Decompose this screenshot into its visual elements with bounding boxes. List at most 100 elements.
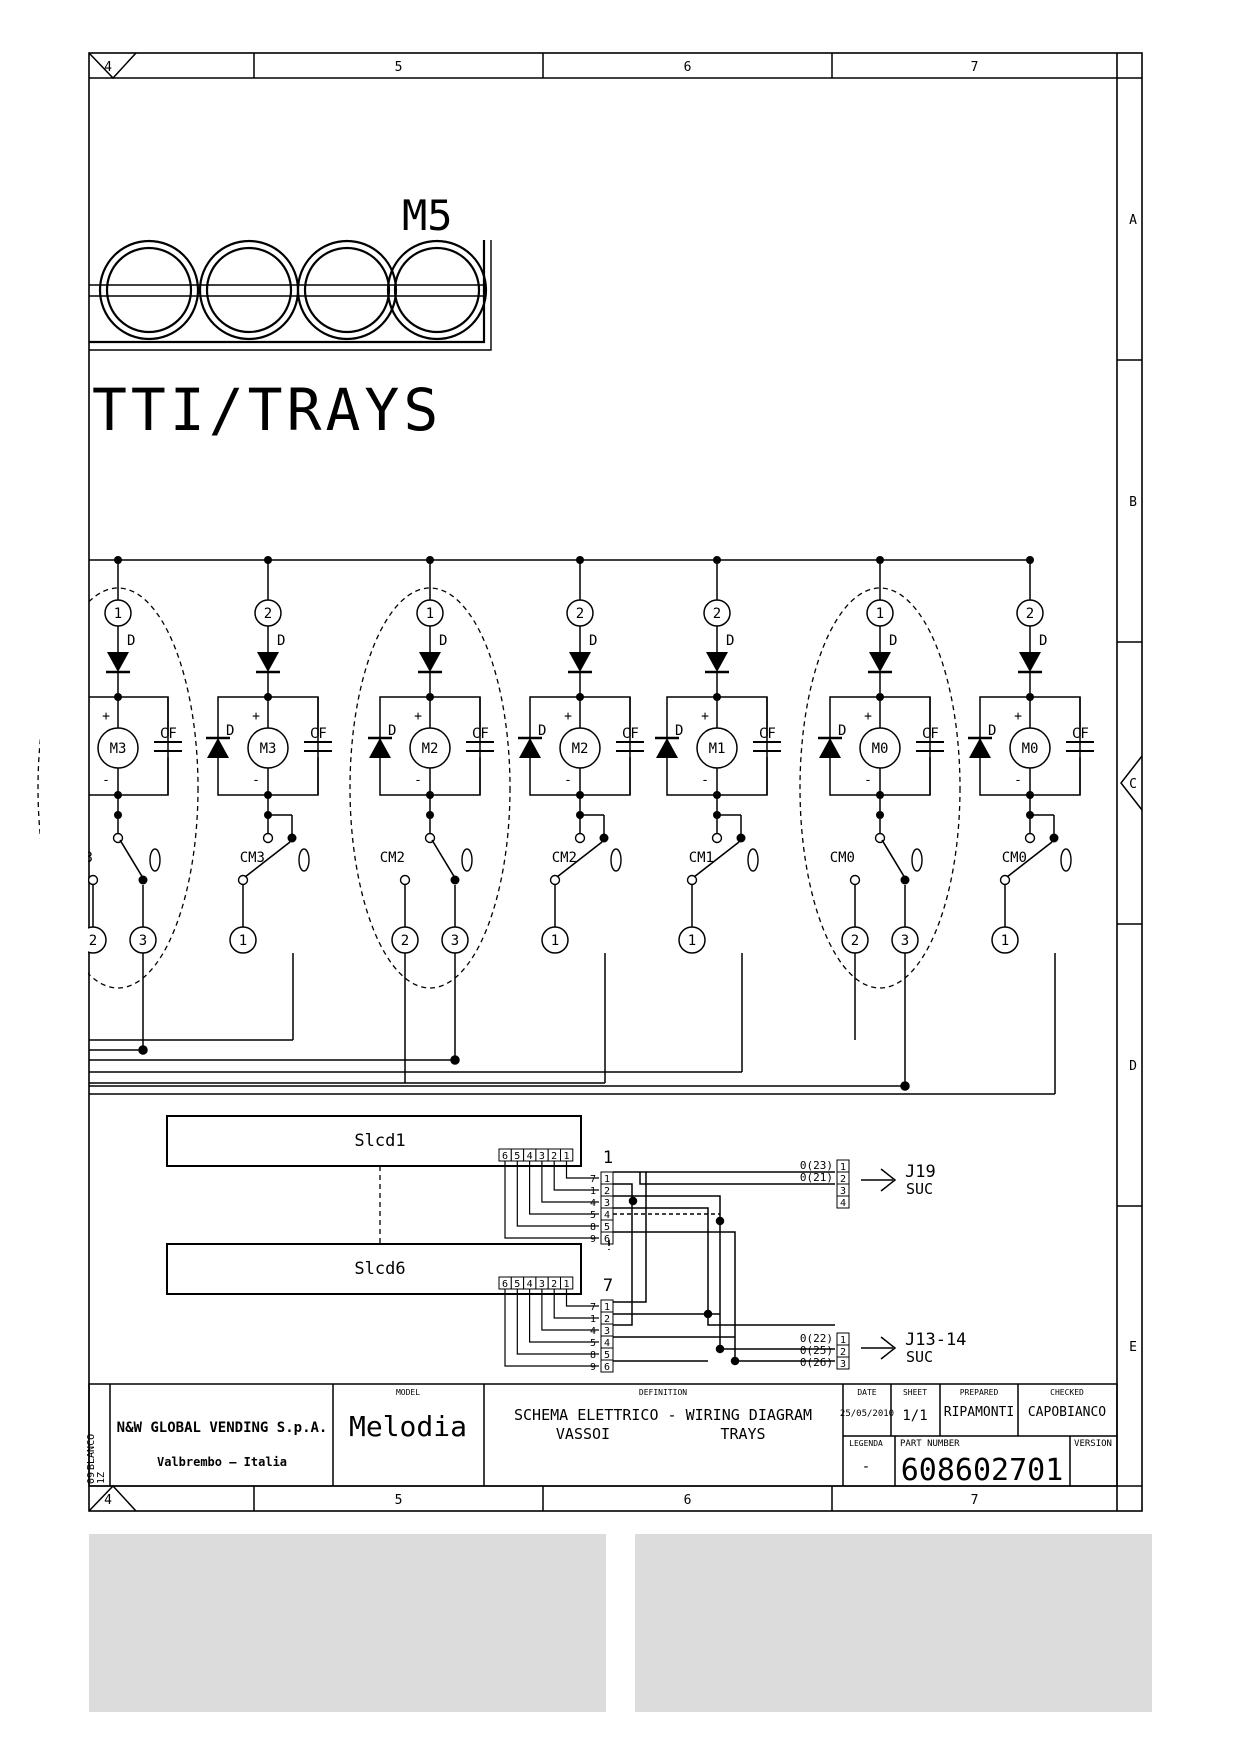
corner-arrow-top	[88, 52, 137, 80]
connector-pin-number: 4	[840, 1198, 846, 1209]
motor-minus-sign: -	[864, 773, 872, 788]
row-letter: E	[1129, 1340, 1137, 1355]
socket-pin-number: 5	[604, 1350, 610, 1361]
junction-dot	[715, 1344, 725, 1354]
switch-label: CM0	[1002, 850, 1027, 866]
harness-wire	[528, 1289, 599, 1343]
series-diode	[705, 652, 729, 674]
switch-contact-com	[237, 874, 249, 886]
socket-pin-cell	[600, 1231, 614, 1245]
harness-wire	[565, 1161, 599, 1179]
column-number-top: 4	[104, 60, 112, 75]
connector-name: J13-14	[905, 1330, 966, 1350]
motor-plus-sign: +	[252, 709, 260, 724]
board-pin-number: 1	[563, 1279, 569, 1290]
terminal-circle	[229, 926, 257, 954]
terminal-number: 2	[576, 606, 584, 622]
diode-label: D	[127, 633, 135, 649]
top-terminal: 1	[416, 599, 444, 627]
harness-pin-number: 4	[590, 1326, 596, 1337]
top-terminal: 2	[1016, 599, 1044, 627]
wire-number: 0(23)	[800, 1159, 833, 1172]
terminal-number: 1	[551, 933, 559, 949]
bottom-terminal: 1	[541, 926, 569, 954]
left-edge-mask	[40, 500, 88, 1020]
terminal-circle	[678, 926, 706, 954]
terminal-number: 1	[114, 606, 122, 622]
motor-minus-sign: -	[701, 773, 709, 788]
cross-wire	[613, 1231, 835, 1362]
harness-pin-number: 4	[590, 1198, 596, 1209]
motor-modules: 1DM3+-CFCM3232DM3+-CFDCM311DM2+-CFDCM223…	[37, 500, 1094, 1020]
bottom-terminal: 2	[391, 926, 419, 954]
connector-name: J19	[905, 1162, 936, 1182]
section-title: TTI/TRAYS	[92, 376, 442, 444]
spiral-coil-inner-icon	[393, 246, 481, 334]
switch-actuator	[747, 848, 759, 872]
socket-pin-number: 4	[604, 1210, 610, 1221]
cross-wire	[613, 1195, 835, 1350]
terminal-number: 1	[688, 933, 696, 949]
model-value: Melodia	[349, 1410, 467, 1443]
terminal-number: 2	[264, 606, 272, 622]
switch-label: CM1	[689, 850, 714, 866]
module-group-outline	[37, 587, 199, 989]
capacitor-label: CF	[1072, 726, 1089, 742]
legenda-value: -	[862, 1459, 870, 1475]
harness-wire	[541, 1289, 599, 1331]
junction-dot	[599, 833, 609, 843]
sheet-value: 1/1	[902, 1408, 927, 1424]
junction-dot	[138, 875, 148, 885]
diode-triangle	[869, 652, 891, 672]
switch-contact-nc	[574, 832, 586, 844]
socket-pin-number: 3	[604, 1326, 610, 1337]
switch-contact-no	[87, 874, 99, 886]
switch-lever	[1006, 841, 1053, 878]
tray-edge-mask	[60, 230, 88, 360]
diode-triangle	[819, 738, 841, 758]
prepared-value: RIPAMONTI	[944, 1405, 1014, 1420]
diode-label: D	[1039, 633, 1047, 649]
diode-label: D	[988, 723, 996, 739]
connector-pin-number: 3	[840, 1359, 846, 1370]
model-label: MODEL	[396, 1388, 420, 1397]
column-number-top: 5	[395, 60, 403, 75]
company-name: N&W GLOBAL VENDING S.p.A.	[117, 1420, 328, 1436]
title-block-frame	[88, 1383, 1118, 1487]
board-pin-number: 2	[551, 1151, 557, 1162]
motor-label: M1	[709, 741, 726, 757]
row-c-arrow	[1120, 755, 1143, 811]
board-pin-number: 4	[527, 1279, 533, 1290]
series-diode	[418, 652, 442, 674]
side-text: BLANCO	[86, 1434, 97, 1470]
diode-label: D	[675, 723, 683, 739]
diode-label: D	[838, 723, 846, 739]
module-group-outline	[799, 587, 961, 989]
diode-triangle	[969, 738, 991, 758]
diode-label: D	[226, 723, 234, 739]
motor-minus-sign: -	[252, 773, 260, 788]
switch-contact-com	[549, 874, 561, 886]
protection-diode	[655, 736, 679, 758]
diode-triangle	[207, 738, 229, 758]
motor-label: M3	[110, 741, 127, 757]
motor-plus-sign: +	[102, 709, 110, 724]
column-number-bottom: 4	[104, 1493, 112, 1508]
spiral-coil-icon	[386, 239, 488, 341]
motor-label: M0	[872, 741, 889, 757]
bottom-terminal: 2	[841, 926, 869, 954]
tray-clip	[89, 240, 489, 340]
diode-label: D	[277, 633, 285, 649]
motor-label: M2	[422, 741, 439, 757]
harness-pin-number: 8	[590, 1222, 596, 1233]
spiral-coil-icon	[296, 239, 398, 341]
legenda-label: LEGENDA	[849, 1439, 883, 1448]
harness-wire	[504, 1161, 599, 1239]
top-terminal: 2	[254, 599, 282, 627]
row-letter: C	[1129, 777, 1137, 792]
switch-label: CM3	[240, 850, 265, 866]
